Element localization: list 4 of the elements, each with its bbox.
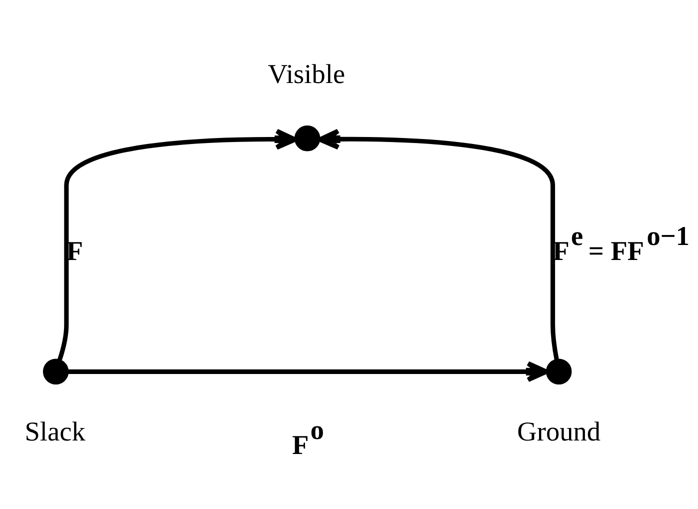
node-label: Visible [268, 58, 346, 88]
node-label: Slack [24, 416, 86, 446]
node-label: Ground [517, 416, 600, 446]
edge-label: F [66, 236, 84, 266]
